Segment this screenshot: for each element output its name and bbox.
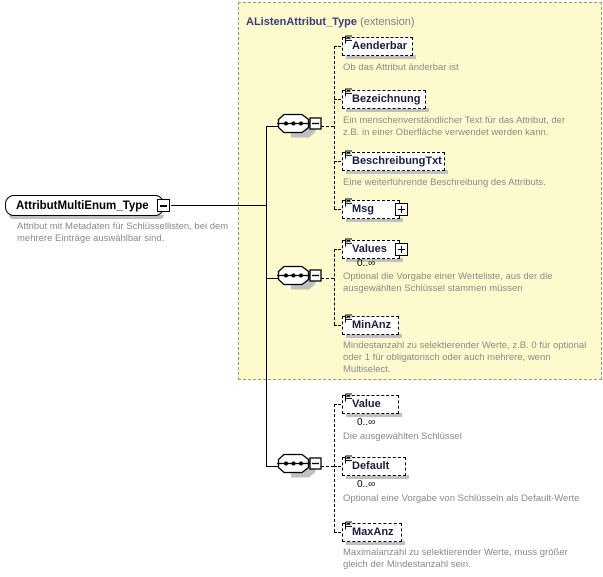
element-node-default[interactable]: Default — [342, 455, 406, 476]
element-label-msg: Msg — [352, 203, 374, 215]
value-node-shadow — [346, 413, 402, 417]
root-connector-line — [171, 205, 266, 206]
sequence-2-stub — [266, 278, 278, 279]
element-node-aenderbar[interactable]: Aenderbar — [342, 35, 413, 56]
element-label-bezeichnung: Bezeichnung — [352, 93, 421, 105]
element-annotation-beschreibungtxt: Eine weiterführende Beschreibung des Att… — [343, 177, 546, 188]
default-node-shadow — [346, 475, 409, 479]
sequence-3-fan-stub — [321, 466, 334, 467]
msg-node-shadow — [346, 218, 403, 222]
element-node-value[interactable]: Value — [342, 393, 399, 414]
element-node-maxanz[interactable]: MaxAnz — [342, 521, 402, 542]
element-annotation-maxanz: Maximalanzahl zu selektierender Werte, m… — [343, 547, 568, 570]
default-branch-line — [334, 466, 345, 467]
sequence-2-fan-stub — [321, 278, 334, 279]
element-node-msg[interactable]: Msg — [342, 198, 408, 219]
sequence-1-icon[interactable] — [277, 113, 323, 139]
element-label-minanz: MinAnz — [352, 319, 392, 331]
root-type-node[interactable]: AttributMultiEnum_Type — [5, 195, 170, 216]
values-branch-line — [334, 249, 345, 250]
root-type-annotation: Attribut mit Metadaten für Schlüssellist… — [17, 221, 229, 244]
cardinality-value: 0..∞ — [357, 417, 376, 428]
maxanz-branch-line — [334, 532, 345, 533]
extension-group-kind: (extension) — [360, 16, 415, 28]
sequence-3-fan-bus — [334, 404, 335, 532]
cardinality-values: 0..∞ — [357, 258, 376, 269]
extension-group-box — [238, 2, 602, 380]
sequence-1-fan-bus — [334, 46, 335, 209]
minanz-branch-line — [334, 325, 345, 326]
element-node-beschreibungtxt[interactable]: BeschreibungTxt — [342, 150, 445, 171]
element-annotation-minanz: Mindestanzahl zu selektierender Werte, z… — [343, 340, 587, 375]
element-annotation-aenderbar: Ob das Attribut änderbar ist — [343, 62, 459, 73]
extension-group-type-name: AListenAttribut_Type — [246, 16, 358, 28]
element-annotation-values: Optional die Vorgabe einer Werteliste, a… — [343, 271, 553, 294]
root-type-label: AttributMultiEnum_Type — [16, 199, 149, 212]
root-node-shadow — [9, 215, 164, 219]
extension-group-title: AListenAttribut_Type (extension) — [246, 16, 415, 28]
values-node-shadow — [346, 258, 403, 262]
beschreibungtxt-branch-line — [334, 161, 345, 162]
element-node-bezeichnung[interactable]: Bezeichnung — [342, 88, 426, 109]
maxanz-node-shadow — [346, 541, 405, 545]
beschreibungtxt-node-shadow — [346, 170, 448, 174]
plus-box-icon[interactable] — [395, 243, 408, 256]
sequence-3-stub — [266, 466, 278, 467]
element-label-maxanz: MaxAnz — [352, 526, 394, 538]
aenderbar-branch-line — [334, 46, 345, 47]
bezeichnung-branch-line — [334, 99, 345, 100]
plus-box-icon[interactable] — [395, 203, 408, 216]
element-node-minanz[interactable]: MinAnz — [342, 314, 399, 335]
element-node-values[interactable]: Values — [342, 238, 408, 259]
sequence-3-icon[interactable] — [277, 453, 323, 479]
msg-branch-line — [334, 209, 345, 210]
bezeichnung-node-shadow — [346, 108, 429, 112]
sequence-1-fan-stub — [321, 126, 334, 127]
aenderbar-node-shadow — [346, 55, 416, 59]
minus-box-icon[interactable] — [157, 199, 170, 212]
element-annotation-default: Optional eine Vorgabe von Schlüsseln als… — [343, 493, 580, 504]
element-annotation-value: Die ausgewählten Schlüssel — [343, 431, 462, 442]
element-label-beschreibungtxt: BeschreibungTxt — [352, 155, 442, 167]
main-trunk-line — [266, 126, 267, 467]
element-annotation-bezeichnung: Ein menschenverständlicher Text für das … — [343, 115, 566, 138]
element-label-default: Default — [352, 460, 390, 472]
sequence-2-fan-bus — [334, 249, 335, 325]
sequence-2-icon[interactable] — [277, 265, 323, 291]
value-branch-line — [334, 404, 345, 405]
cardinality-default: 0..∞ — [357, 479, 376, 490]
element-label-value: Value — [352, 398, 381, 410]
element-label-values: Values — [352, 243, 387, 255]
sequence-1-stub — [266, 126, 278, 127]
minanz-node-shadow — [346, 334, 402, 338]
element-label-aenderbar: Aenderbar — [352, 40, 408, 52]
